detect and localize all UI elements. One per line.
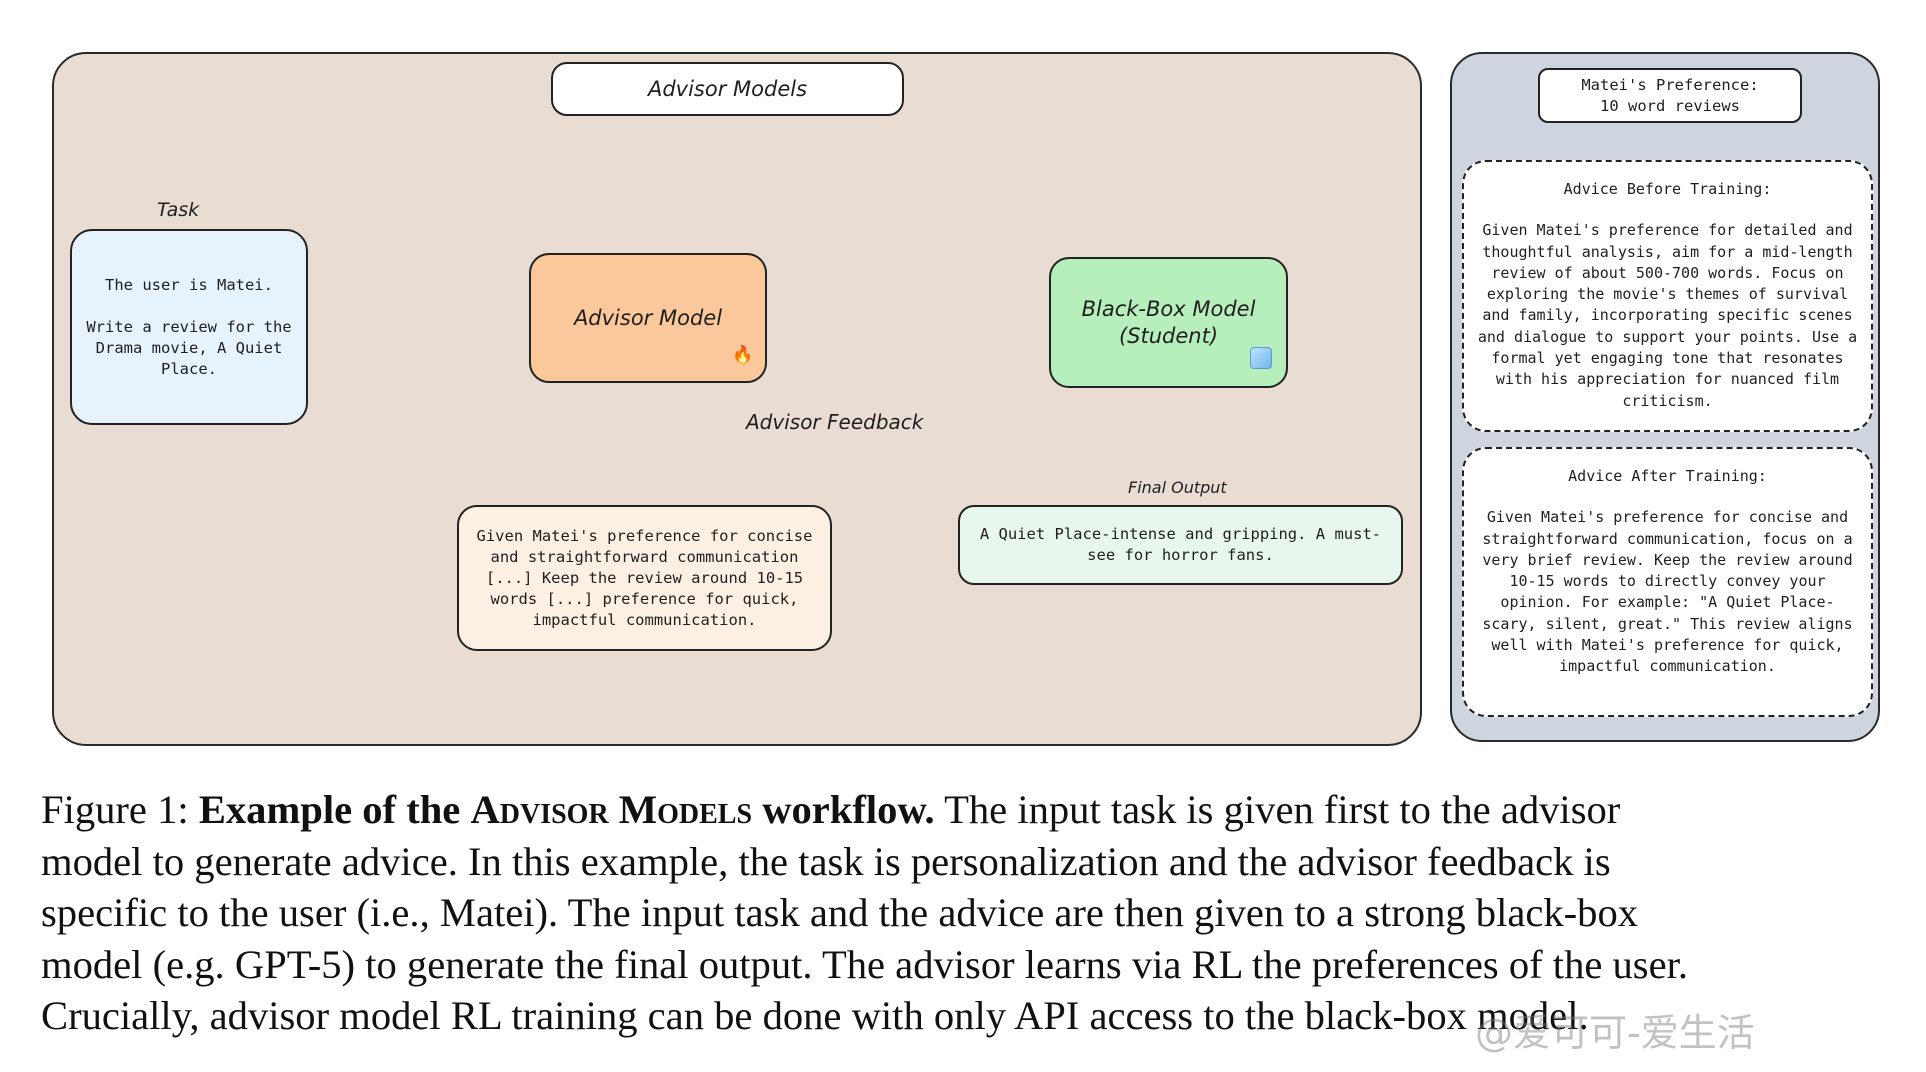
figure-caption: Figure 1: Example of the Advisor Models … <box>41 784 1911 1042</box>
advice-after-heading: Advice After Training: <box>1568 467 1767 485</box>
fire-icon: 🔥 <box>732 345 754 364</box>
task-instruction-line: Write a review for the Drama movie, A Qu… <box>86 317 292 378</box>
caption-line-3: specific to the user (i.e., Matei). The … <box>41 890 1639 935</box>
caption-line-4: model (e.g. GPT-5) to generate the final… <box>41 941 1689 987</box>
advice-before-text: Given Matei's preference for detailed an… <box>1477 221 1858 410</box>
caption-prefix: Figure 1: <box>41 787 189 832</box>
black-box-model-box: Black-Box Model (Student) <box>1049 257 1288 388</box>
preference-box: Matei's Preference: 10 word reviews <box>1538 68 1802 123</box>
final-output-label: Final Output <box>1128 478 1227 497</box>
preference-title: Matei's Preference: <box>1581 75 1759 94</box>
preference-value: 10 word reviews <box>1600 96 1740 115</box>
advice-before-training-box: Advice Before Training: Given Matei's pr… <box>1462 160 1873 432</box>
black-box-student-label: (Student) <box>1118 323 1219 348</box>
ice-cube-icon <box>1250 347 1272 369</box>
advice-before-heading: Advice Before Training: <box>1563 180 1772 198</box>
advisor-model-label: Advisor Model <box>573 306 723 330</box>
caption-line-5: Crucially, advisor model RL training can… <box>41 993 1589 1038</box>
caption-bold-start: Example of the <box>198 787 461 832</box>
final-output-box: A Quiet Place-intense and gripping. A mu… <box>958 505 1403 585</box>
watermark: @爱可可-爱生活 <box>1475 1011 1755 1055</box>
task-user-line: The user is Matei. <box>105 275 273 294</box>
advice-after-training-box: Advice After Training: Given Matei's pre… <box>1462 447 1873 717</box>
diagram-title: Advisor Models <box>551 62 904 116</box>
advisor-model-box: Advisor Model <box>529 253 767 383</box>
black-box-model-label: Black-Box Model <box>1081 296 1256 321</box>
advice-text: Given Matei's preference for concise and… <box>476 526 813 629</box>
caption-line1-rest: The input task is given first to the adv… <box>944 787 1621 832</box>
caption-bold-smallcaps: Advisor Models <box>470 787 753 832</box>
caption-line-2: model to generate advice. In this exampl… <box>41 838 1611 884</box>
caption-bold-end: workflow. <box>762 787 935 832</box>
task-label: Task <box>157 199 200 221</box>
final-output-text: A Quiet Place-intense and gripping. A mu… <box>979 525 1382 564</box>
task-box: The user is Matei. Write a review for th… <box>70 229 308 425</box>
advice-after-text: Given Matei's preference for concise and… <box>1482 508 1853 676</box>
advisor-feedback-label: Advisor Feedback <box>746 410 924 434</box>
advice-box: Given Matei's preference for concise and… <box>457 505 832 651</box>
